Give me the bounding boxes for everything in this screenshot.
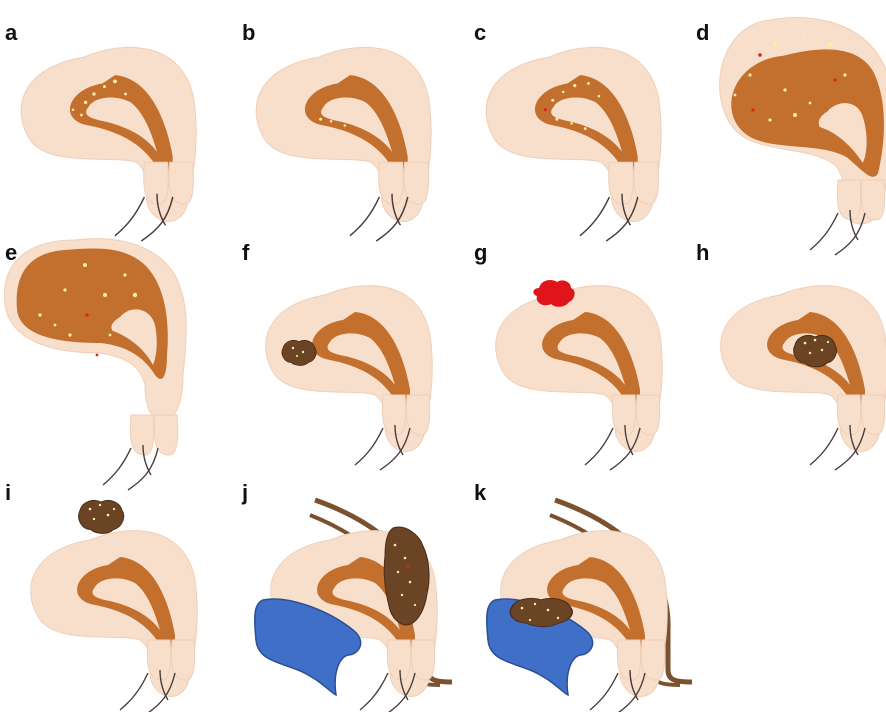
panel-f: f — [242, 240, 432, 470]
panel-label: b — [242, 20, 255, 45]
uterus-body — [21, 47, 196, 221]
uterus-body — [266, 286, 433, 452]
panel-b: b — [242, 20, 431, 241]
uterus-body — [496, 286, 663, 452]
panel-label: a — [5, 20, 18, 45]
panel-d: d — [696, 18, 886, 255]
serosal-lesion — [79, 500, 124, 533]
cervix — [130, 415, 177, 455]
panel-label: g — [474, 240, 487, 265]
panel-label: k — [474, 480, 487, 505]
red-speck — [544, 108, 547, 111]
panel-label: d — [696, 20, 709, 45]
panel-label: f — [242, 240, 250, 265]
panel-e: e — [4, 239, 186, 490]
panel-c: c — [474, 20, 661, 241]
panel-h: h — [696, 240, 886, 470]
panel-label: h — [696, 240, 709, 265]
panel-k: k — [474, 480, 692, 712]
panel-label: c — [474, 20, 486, 45]
uterus-body — [256, 47, 431, 221]
uterus-body — [31, 531, 198, 697]
red-speck — [407, 565, 410, 568]
panel-label: j — [241, 480, 248, 505]
uterus-body — [486, 47, 661, 221]
uterus-body — [721, 286, 886, 452]
panel-a: a — [5, 20, 196, 241]
panel-i: i — [5, 480, 197, 712]
panel-label: i — [5, 480, 11, 505]
anterior-lesion — [282, 340, 316, 365]
posterior-lesion — [384, 527, 429, 625]
panel-j: j — [241, 480, 452, 712]
anterior-bladder-lesion — [510, 598, 572, 626]
panel-g: g — [474, 240, 662, 470]
